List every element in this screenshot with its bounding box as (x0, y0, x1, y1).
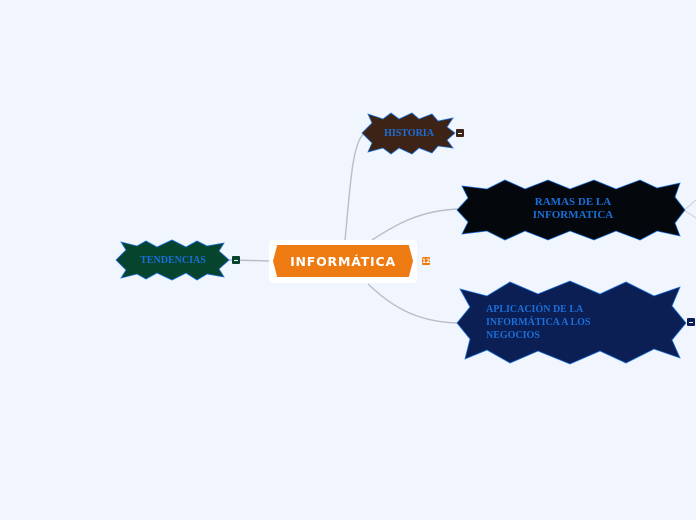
node-aplicacion-shape[interactable] (456, 280, 687, 365)
node-aplicacion-label[interactable]: APLICACIÓN DE LA INFORMÁTICA A LOS NEGOC… (486, 303, 591, 341)
node-ramas-label[interactable]: RAMAS DE LA INFORMATICA (532, 196, 614, 221)
node-tendencias-shape[interactable] (115, 239, 230, 281)
node-tendencias-label[interactable]: TENDENCIAS (140, 254, 206, 266)
connector-ramas-subtopic-2 (684, 210, 696, 219)
node-ramas-shape[interactable] (456, 179, 686, 241)
node-historia-shape[interactable] (361, 112, 456, 155)
connector-ramas-subtopic (684, 199, 696, 210)
connector-ramas (371, 208, 461, 241)
connector-aplicacion (367, 283, 459, 324)
central-topic[interactable]: INFORMÁTICA (273, 245, 413, 277)
child-count-badge[interactable]: 12 (421, 257, 431, 265)
node-historia-label[interactable]: HISTORIA (384, 127, 434, 139)
collapse-historia-icon[interactable] (456, 129, 464, 137)
collapse-tendencias-icon[interactable] (232, 256, 240, 264)
connector-historia (344, 132, 366, 241)
collapse-aplicacion-icon[interactable] (687, 318, 695, 326)
